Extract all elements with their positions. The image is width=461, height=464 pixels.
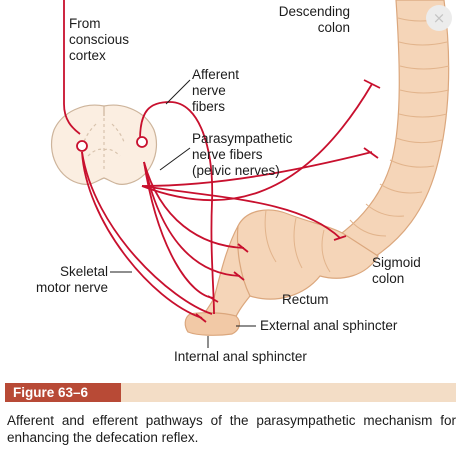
skeletal-motor-label: Skeletal motor nerve [35, 264, 108, 295]
afferent-marker [136, 136, 148, 148]
internal-sphincter-nerve [81, 151, 213, 315]
figure-caption: Afferent and efferent pathways of the pa… [7, 413, 456, 445]
rectum-label: Rectum [282, 292, 329, 307]
motor-neuron-marker [76, 140, 88, 152]
descending-colon-label: Descending colon [278, 4, 350, 35]
anal-sphincter [184, 312, 241, 336]
sigmoid-haustra [264, 209, 331, 273]
pelvic-nerve-6 [143, 161, 215, 299]
skeletal-motor-nerve [81, 151, 203, 319]
spinal-cord [50, 104, 158, 185]
cortex-pathway [63, 0, 81, 135]
leader-lines [110, 79, 256, 348]
internal-sphincter-label: Internal anal sphincter [174, 349, 307, 364]
pelvic-nerve-2 [141, 151, 373, 187]
figure-header-bar: Figure 63–6 [5, 383, 456, 402]
parasympathetic-label: Parasympathetic nerve fibers (pelvic ner… [192, 131, 293, 178]
pelvic-nerve-5 [143, 161, 241, 277]
colon [184, 0, 450, 336]
defecation-reflex-diagram [50, 0, 450, 348]
descending-colon [336, 0, 450, 257]
figure-title: Figure 63–6 [5, 383, 121, 402]
ganglion-markers [76, 136, 148, 152]
external-sphincter-label: External anal sphincter [260, 318, 398, 333]
pelvic-nerve-1 [141, 83, 373, 202]
from-cortex-label: From conscious cortex [69, 16, 130, 63]
pelvic-nerve-4 [143, 161, 245, 249]
afferent-nerve-label: Afferent nerve fibers [192, 67, 240, 114]
nerve-pathways [63, 0, 381, 323]
sigmoid-colon-label: Sigmoid colon [372, 255, 421, 286]
pelvic-nerve-3 [141, 185, 341, 239]
colon-haustra [349, 17, 450, 237]
close-icon[interactable]: × [426, 5, 452, 31]
